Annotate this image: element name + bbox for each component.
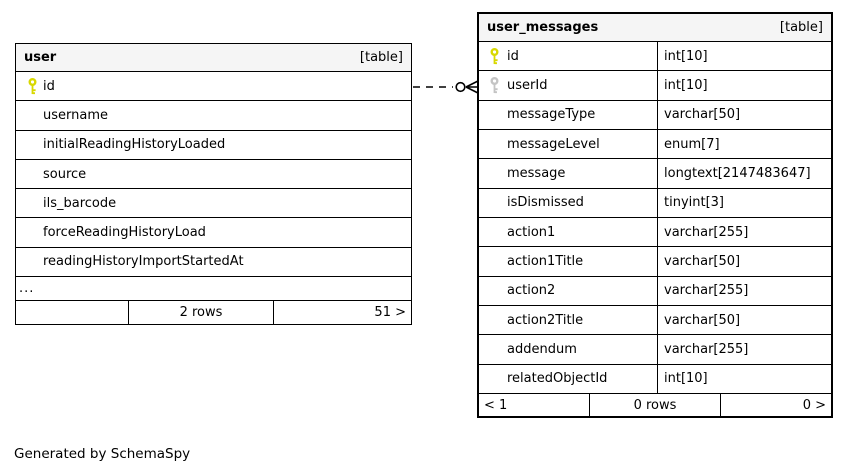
key-icon-placeholder [490,165,499,182]
column-type: longtext[2147483647] [657,159,831,188]
column-row-username[interactable]: username [16,101,411,131]
table-tag: [table] [359,50,403,65]
footer-children-count: 0 > [720,394,831,416]
column-row-action1[interactable]: action1 varchar[255] [479,218,831,248]
footer-left-cell [16,301,128,324]
column-row-action2[interactable]: action2 varchar[255] [479,276,831,307]
table-user-messages-footer: < 1 0 rows 0 > [479,394,831,416]
column-row-initialReadingHistoryLoaded[interactable]: initialReadingHistoryLoaded [16,130,411,160]
foreign-key-icon [490,77,499,94]
relationship-connector [413,79,480,95]
key-icon-placeholder [28,195,37,212]
column-name: source [43,166,87,182]
column-name: id [43,78,55,94]
table-title: user [24,50,57,65]
table-user: user [table] id username initialReadingHis… [15,43,412,325]
column-row-addendum[interactable]: addendum varchar[255] [479,335,831,365]
column-name: messageType [507,107,596,123]
column-type: varchar[50] [657,247,831,276]
table-user-messages-rows: id int[10] userId int[10] messageType varchar… [479,42,831,395]
column-type: enum[7] [657,130,831,159]
column-type: tinyint[3] [657,188,831,218]
column-type: int[10] [657,42,831,71]
footer-row-count: 2 rows [128,301,273,324]
key-icon-placeholder [28,253,37,270]
key-icon-placeholder [490,224,499,241]
column-row-ils_barcode[interactable]: ils_barcode [16,189,411,219]
column-name: initialReadingHistoryLoaded [43,137,226,153]
key-icon-placeholder [490,194,499,211]
column-name: action2 [507,283,556,299]
key-icon-placeholder [490,106,499,123]
key-icon-placeholder [28,136,37,153]
table-user-rows: id username initialReadingHistoryLoaded sou… [16,72,411,278]
column-name: readingHistoryImportStartedAt [43,254,244,270]
key-icon-placeholder [490,341,499,358]
column-name: action2Title [507,312,584,328]
key-icon-placeholder [490,312,499,329]
table-user-messages: user_messages [table] id int[10] userId int… [477,12,833,418]
zero-circle-marker [455,81,466,93]
column-row-userId[interactable]: userId int[10] [479,71,831,101]
column-type: varchar[50] [657,306,831,335]
column-row-messageType[interactable]: messageType varchar[50] [479,100,831,131]
key-icon-placeholder [490,282,499,299]
primary-key-icon [490,47,499,65]
column-row-forceReadingHistoryLoad[interactable]: forceReadingHistoryLoad [16,218,411,248]
column-name: relatedObjectId [507,371,608,387]
column-row-messageLevel[interactable]: messageLevel enum[7] [479,130,831,160]
key-icon-placeholder [28,166,37,183]
column-type: int[10] [657,364,831,394]
column-name: isDismissed [507,195,584,211]
column-name: messageLevel [507,136,600,152]
key-icon-placeholder [28,107,37,124]
key-icon-placeholder [490,370,499,387]
column-row-id[interactable]: id [16,72,411,102]
column-name: userId [507,78,548,94]
table-user-messages-header[interactable]: user_messages [table] [479,14,831,42]
column-type: varchar[50] [657,100,831,130]
column-row-id[interactable]: id int[10] [479,42,831,72]
column-row-message[interactable]: message longtext[2147483647] [479,159,831,189]
ellipsis-row: ... [16,277,411,302]
table-tag: [table] [779,20,823,35]
column-row-action1Title[interactable]: action1Title varchar[50] [479,247,831,277]
table-user-footer: 2 rows 51 > [16,301,411,324]
column-row-source[interactable]: source [16,159,411,190]
key-icon-placeholder [490,253,499,270]
column-name: addendum [507,342,577,358]
column-name: action1 [507,224,556,240]
column-name: forceReadingHistoryLoad [43,225,206,241]
column-type: varchar[255] [657,335,831,364]
table-title: user_messages [487,20,599,35]
column-type: varchar[255] [657,218,831,247]
key-icon-placeholder [490,136,499,153]
column-name: action1Title [507,254,584,270]
column-name: username [43,107,108,123]
column-type: int[10] [657,71,831,100]
table-user-header[interactable]: user [table] [16,44,411,72]
column-name: id [507,48,519,64]
footer-children-count: 51 > [273,301,411,324]
column-row-action2Title[interactable]: action2Title varchar[50] [479,306,831,336]
footer-row-count: 0 rows [589,394,720,416]
column-name: message [507,166,566,182]
column-row-isDismissed[interactable]: isDismissed tinyint[3] [479,188,831,219]
primary-key-icon [28,77,37,95]
key-icon-placeholder [28,224,37,241]
column-name: ils_barcode [43,195,117,211]
column-row-relatedObjectId[interactable]: relatedObjectId int[10] [479,364,831,395]
column-row-readingHistoryImportStartedAt[interactable]: readingHistoryImportStartedAt [16,247,411,278]
generated-by-caption: Generated by SchemaSpy [14,446,191,462]
crowfoot-marker [465,79,480,95]
column-type: varchar[255] [657,276,831,306]
footer-parents-count: < 1 [484,397,508,413]
